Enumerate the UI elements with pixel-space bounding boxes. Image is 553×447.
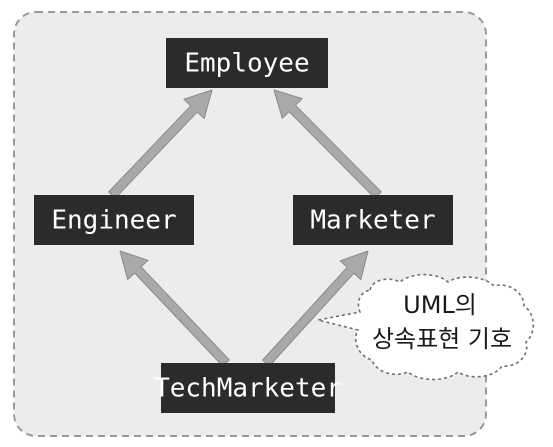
class-box-engineer-rect bbox=[34, 195, 194, 245]
arrow-layer bbox=[108, 89, 382, 367]
class-label-techmarketer: TechMarketer bbox=[154, 374, 342, 404]
class-box-techmarketer: TechMarketer bbox=[154, 363, 342, 413]
class-box-engineer: Engineer bbox=[34, 195, 194, 245]
class-label-engineer: Engineer bbox=[51, 206, 176, 236]
arrow-marketer-to-employee bbox=[273, 89, 382, 199]
callout-bubble: UML의 상속표현 기호 bbox=[317, 273, 535, 381]
class-box-marketer-rect bbox=[293, 195, 453, 245]
class-box-marketer: Marketer bbox=[293, 195, 453, 245]
class-box-employee-rect bbox=[166, 38, 328, 88]
arrow-techmarketer-to-marketer bbox=[262, 250, 369, 367]
callout-bubble-shape bbox=[317, 273, 535, 381]
class-label-marketer: Marketer bbox=[310, 206, 435, 236]
arrow-engineer-to-employee bbox=[108, 89, 213, 199]
class-box-techmarketer-rect bbox=[161, 363, 335, 413]
class-box-employee: Employee bbox=[166, 38, 328, 88]
callout-line-2: 상속표현 기호 bbox=[372, 325, 512, 353]
callout-line-1: UML의 bbox=[403, 291, 477, 319]
arrow-techmarketer-to-engineer bbox=[119, 250, 230, 367]
class-label-employee: Employee bbox=[184, 49, 309, 79]
